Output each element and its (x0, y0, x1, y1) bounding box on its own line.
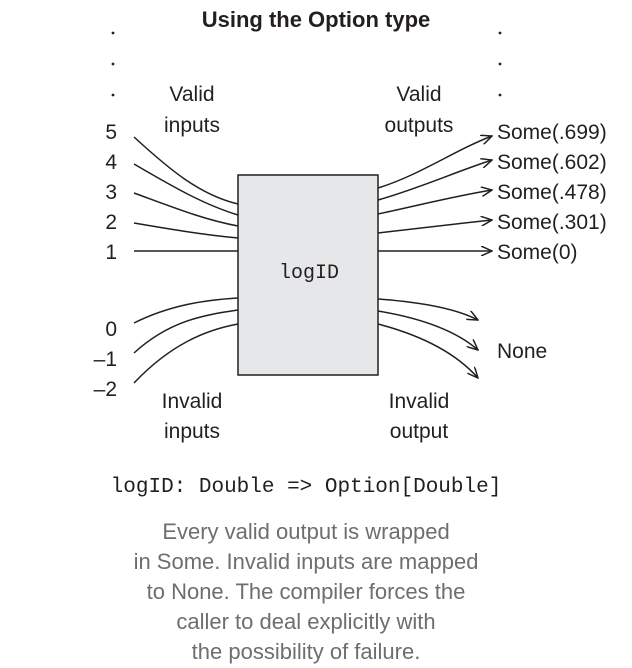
caption: Every valid output is wrapped in Some. I… (0, 517, 612, 667)
output-arrow-478 (377, 190, 492, 215)
input-line-neg1 (133, 309, 239, 354)
output-arrow-301 (377, 220, 492, 234)
input-number: –1 (94, 348, 117, 371)
input-ellipsis-dots (111, 31, 115, 97)
valid-outputs-label: outputs (385, 114, 454, 137)
output-label-none: None (497, 340, 547, 363)
input-lines (133, 136, 239, 384)
output-label: Some(.301) (497, 211, 607, 234)
output-arrow-none-1 (377, 298, 478, 320)
invalid-output-label: Invalid (389, 390, 450, 413)
input-line-2 (133, 222, 239, 239)
output-arrow-699 (377, 136, 492, 189)
output-ellipsis-dots (498, 31, 502, 97)
input-number: 2 (105, 211, 117, 234)
output-label: Some(0) (497, 241, 578, 264)
input-number: 3 (105, 181, 117, 204)
valid-outputs-label: Valid (396, 83, 441, 106)
invalid-inputs-label: Invalid (162, 390, 223, 413)
caption-line: the possibility of failure. (191, 639, 421, 664)
output-labels: Some(.699) Some(.602) Some(.478) Some(.3… (497, 121, 607, 363)
option-type-diagram: logID 5 4 3 2 1 0 –1 –2 Some(.699) Some(… (94, 31, 607, 443)
output-arrows (377, 136, 492, 378)
group-labels: Valid inputs Valid outputs Invalid input… (162, 83, 454, 443)
logid-function-box (237, 174, 379, 376)
output-arrow-602 (377, 160, 492, 201)
input-number: 0 (105, 318, 117, 341)
invalid-output-label: output (390, 420, 449, 443)
input-number: –2 (94, 378, 117, 401)
valid-inputs-label: Valid (169, 83, 214, 106)
diagram-title: Using the Option type (201, 7, 431, 32)
input-line-5 (133, 136, 239, 205)
output-arrow-none-3 (377, 323, 478, 378)
output-label: Some(.478) (497, 181, 607, 204)
input-number: 1 (105, 241, 117, 264)
output-arrow-none-2 (377, 310, 478, 350)
caption-line: Every valid output is wrapped (162, 519, 450, 544)
input-number: 5 (105, 121, 117, 144)
input-line-4 (133, 163, 239, 216)
input-line-neg2 (133, 323, 239, 384)
input-line-0 (133, 297, 239, 324)
invalid-inputs-label: inputs (164, 420, 220, 443)
input-numbers: 5 4 3 2 1 0 –1 –2 (94, 121, 118, 401)
caption-line: to None. The compiler forces the (146, 579, 466, 604)
caption-line: in Some. Invalid inputs are mapped (133, 549, 479, 574)
box-label: logID (279, 262, 339, 285)
type-signature: logID: Double => Option[Double] (110, 476, 502, 499)
output-label: Some(.699) (497, 121, 607, 144)
input-number: 4 (105, 151, 117, 174)
input-line-3 (133, 192, 239, 227)
caption-line: caller to deal explicitly with (176, 609, 436, 634)
valid-inputs-label: inputs (164, 114, 220, 137)
output-label: Some(.602) (497, 151, 607, 174)
